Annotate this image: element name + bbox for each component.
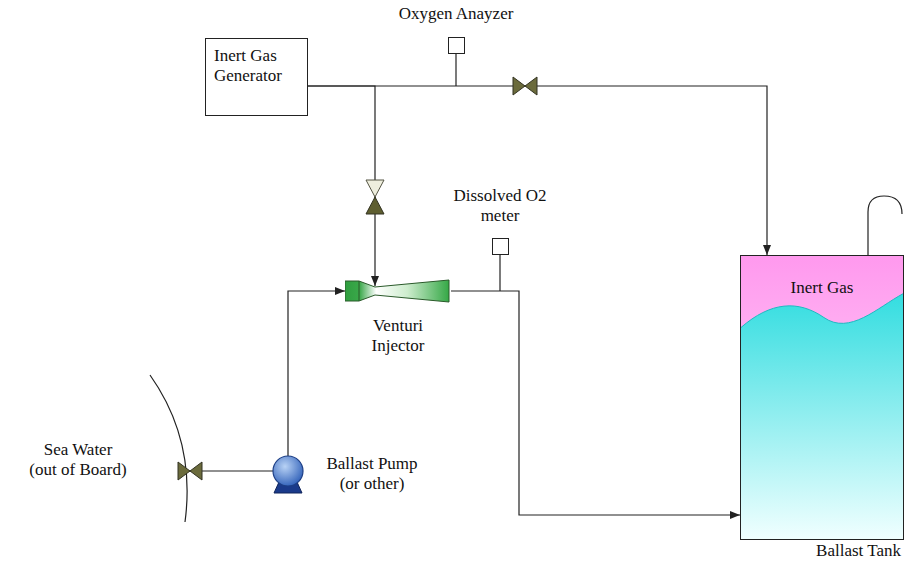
venturi-injector: Venturi Injector: [345, 278, 451, 356]
water-surface: [741, 294, 903, 328]
inert-gas-space: [741, 256, 903, 539]
pump-symbol: [271, 454, 305, 496]
pipe-connector: [288, 291, 345, 456]
tank-space-label: Inert Gas: [741, 256, 903, 298]
instrument-square: [448, 37, 465, 54]
pump-casing: [273, 456, 303, 486]
analyzer-stub: [455, 54, 456, 86]
gas-line-valve: [513, 77, 537, 95]
tank-body: Inert Gas: [740, 255, 904, 540]
tank-label: Ballast Tank: [740, 542, 905, 560]
tank-contents: [741, 256, 903, 539]
venturi-body: [345, 280, 449, 302]
instrument: Dissolved O2 meter: [430, 186, 570, 226]
check-valve: [366, 180, 384, 214]
venturi-joint: [359, 281, 360, 301]
ballast-tank: Inert GasBallast Tank: [740, 255, 905, 560]
ballast-pump: Ballast Pump (or other): [271, 454, 481, 494]
venturi-symbol: [345, 278, 451, 304]
tank-vent: [868, 196, 902, 255]
meter-stub: [499, 255, 500, 291]
ship-hull: [150, 375, 187, 522]
sea-water-label: Sea Water (out of Board): [29, 440, 127, 480]
instrument-square: [492, 238, 509, 255]
pipe-connector: [308, 86, 767, 255]
box-label: Inert Gas Generator: [214, 46, 299, 86]
pump-label: Ballast Pump (or other): [326, 454, 418, 494]
generator-box: Inert Gas Generator: [205, 38, 308, 116]
intake-valve: [178, 462, 202, 480]
instrument: Oxygen Anayzer: [376, 4, 536, 24]
ballast-water: [741, 294, 903, 539]
instrument-label: Oxygen Anayzer: [376, 4, 536, 24]
instrument-label: Dissolved O2 meter: [445, 186, 555, 226]
pipe-connector: [451, 291, 740, 515]
venturi-label: Venturi Injector: [358, 316, 438, 356]
pipe-connector: [308, 86, 375, 286]
